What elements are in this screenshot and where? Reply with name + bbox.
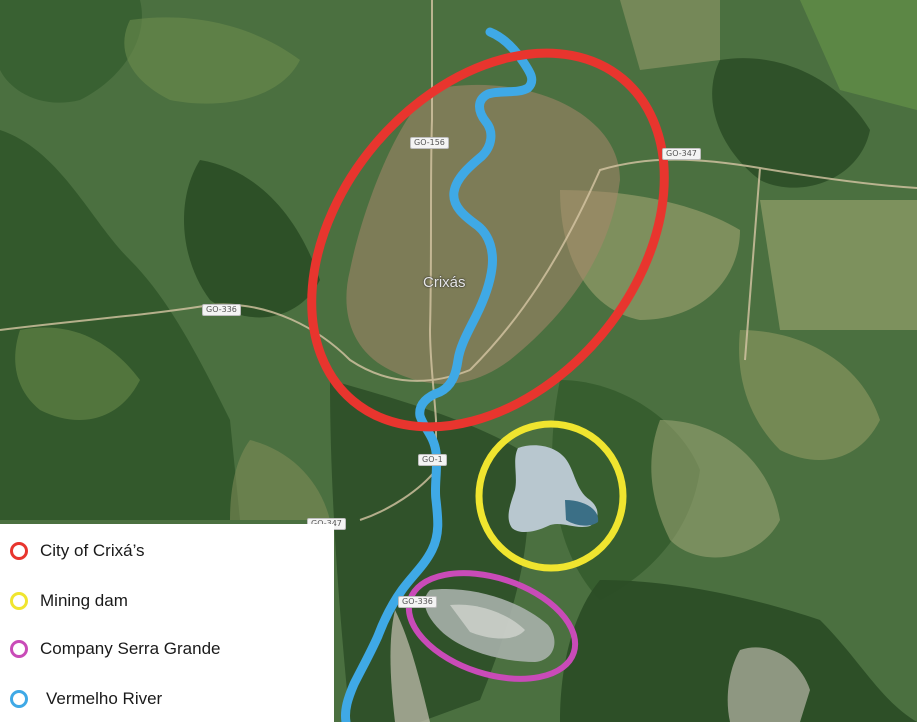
road-label-go-south: GO-1 [418, 454, 447, 466]
legend-item-mining-dam: Mining dam [10, 586, 128, 616]
magenta-circle-icon [10, 640, 28, 658]
legend-label: Company Serra Grande [40, 639, 221, 658]
map-legend: City of Crixá’s Mining dam Company Serra… [0, 524, 334, 722]
city-label: Crixás [423, 274, 466, 291]
legend-item-river: Vermelho River [10, 684, 162, 714]
quarry-area [390, 589, 555, 722]
legend-item-city: City of Crixá’s [10, 536, 145, 566]
legend-label: Mining dam [40, 591, 128, 610]
legend-label: Vermelho River [46, 689, 163, 708]
road-label-go156: GO-156 [410, 137, 449, 149]
city-outline [307, 48, 669, 432]
mining-dam-water [508, 445, 599, 533]
red-circle-icon [10, 542, 28, 560]
legend-item-company: Company Serra Grande [10, 634, 220, 664]
road-label-go336-west: GO-336 [202, 304, 241, 316]
road-label-go336-south: GO-336 [398, 596, 437, 608]
dam-outline [475, 420, 627, 572]
road-label-go347-east: GO-347 [662, 148, 701, 160]
blue-circle-icon [10, 690, 28, 708]
legend-label: City of Crixá’s [40, 541, 145, 560]
yellow-circle-icon [10, 592, 28, 610]
vermelho-river [341, 27, 537, 722]
